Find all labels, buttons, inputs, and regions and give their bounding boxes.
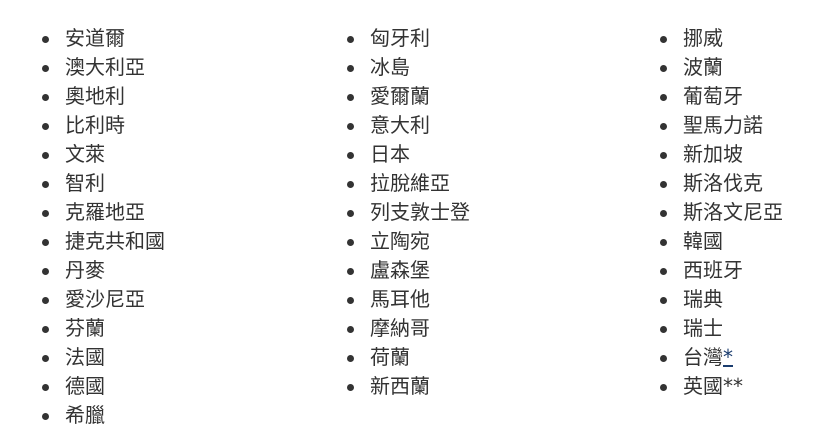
- list-item: 列支敦士登: [343, 198, 470, 227]
- country-name: 斯洛伐克: [683, 171, 763, 195]
- country-name: 丹麥: [65, 258, 105, 282]
- list-item: 立陶宛: [343, 227, 470, 256]
- country-name: 文萊: [65, 142, 105, 166]
- footnote-marker: **: [723, 374, 743, 398]
- country-column-1: 安道爾 澳大利亞 奧地利 比利時 文萊 智利 克羅地亞 捷克共和國 丹麥 愛沙尼…: [38, 24, 165, 430]
- country-name: 葡萄牙: [683, 84, 743, 108]
- list-item: 智利: [38, 169, 165, 198]
- list-item: 韓國: [656, 227, 783, 256]
- country-name: 智利: [65, 171, 105, 195]
- list-item: 澳大利亞: [38, 53, 165, 82]
- country-name: 瑞典: [683, 287, 723, 311]
- country-name: 瑞士: [683, 316, 723, 340]
- list-item: 比利時: [38, 111, 165, 140]
- country-list: 安道爾 澳大利亞 奧地利 比利時 文萊 智利 克羅地亞 捷克共和國 丹麥 愛沙尼…: [0, 24, 837, 443]
- country-name: 波蘭: [683, 55, 723, 79]
- country-name: 台灣: [683, 345, 723, 369]
- list-item: 瑞典: [656, 285, 783, 314]
- list-item: 芬蘭: [38, 314, 165, 343]
- country-name: 愛爾蘭: [370, 84, 430, 108]
- list-item: 捷克共和國: [38, 227, 165, 256]
- country-name: 斯洛文尼亞: [683, 200, 783, 224]
- country-name: 意大利: [370, 113, 430, 137]
- list-item: 英國**: [656, 372, 783, 401]
- country-name: 芬蘭: [65, 316, 105, 340]
- country-name: 列支敦士登: [370, 200, 470, 224]
- list-item: 日本: [343, 140, 470, 169]
- list-item: 冰島: [343, 53, 470, 82]
- list-item: 盧森堡: [343, 256, 470, 285]
- list-item: 荷蘭: [343, 343, 470, 372]
- country-name: 荷蘭: [370, 345, 410, 369]
- country-name: 捷克共和國: [65, 229, 165, 253]
- country-name: 盧森堡: [370, 258, 430, 282]
- list-item: 新加坡: [656, 140, 783, 169]
- country-name: 比利時: [65, 113, 125, 137]
- country-name: 韓國: [683, 229, 723, 253]
- list-item: 台灣*: [656, 343, 783, 372]
- country-name: 奧地利: [65, 84, 125, 108]
- country-name: 挪威: [683, 26, 723, 50]
- list-item: 愛沙尼亞: [38, 285, 165, 314]
- list-item: 葡萄牙: [656, 82, 783, 111]
- country-name: 法國: [65, 345, 105, 369]
- country-name: 立陶宛: [370, 229, 430, 253]
- country-name: 澳大利亞: [65, 55, 145, 79]
- list-item: 安道爾: [38, 24, 165, 53]
- footnote-link[interactable]: *: [723, 345, 733, 369]
- list-item: 馬耳他: [343, 285, 470, 314]
- country-name: 摩納哥: [370, 316, 430, 340]
- list-item: 聖馬力諾: [656, 111, 783, 140]
- country-name: 英國: [683, 374, 723, 398]
- list-item: 拉脫維亞: [343, 169, 470, 198]
- list-item: 文萊: [38, 140, 165, 169]
- list-item: 法國: [38, 343, 165, 372]
- country-name: 匈牙利: [370, 26, 430, 50]
- list-item: 西班牙: [656, 256, 783, 285]
- list-item: 波蘭: [656, 53, 783, 82]
- list-item: 斯洛伐克: [656, 169, 783, 198]
- country-name: 德國: [65, 374, 105, 398]
- list-item: 新西蘭: [343, 372, 470, 401]
- country-name: 日本: [370, 142, 410, 166]
- country-name: 新西蘭: [370, 374, 430, 398]
- list-item: 希臘: [38, 401, 165, 430]
- list-item: 克羅地亞: [38, 198, 165, 227]
- list-item: 愛爾蘭: [343, 82, 470, 111]
- list-item: 奧地利: [38, 82, 165, 111]
- country-name: 希臘: [65, 403, 105, 427]
- list-item: 斯洛文尼亞: [656, 198, 783, 227]
- list-item: 德國: [38, 372, 165, 401]
- country-name: 愛沙尼亞: [65, 287, 145, 311]
- list-item: 意大利: [343, 111, 470, 140]
- list-item: 丹麥: [38, 256, 165, 285]
- list-item: 挪威: [656, 24, 783, 53]
- country-name: 克羅地亞: [65, 200, 145, 224]
- country-name: 安道爾: [65, 26, 125, 50]
- list-item: 瑞士: [656, 314, 783, 343]
- country-name: 冰島: [370, 55, 410, 79]
- country-column-3: 挪威 波蘭 葡萄牙 聖馬力諾 新加坡 斯洛伐克 斯洛文尼亞 韓國 西班牙 瑞典 …: [656, 24, 783, 401]
- country-name: 馬耳他: [370, 287, 430, 311]
- country-name: 拉脫維亞: [370, 171, 450, 195]
- country-column-2: 匈牙利 冰島 愛爾蘭 意大利 日本 拉脫維亞 列支敦士登 立陶宛 盧森堡 馬耳他…: [343, 24, 470, 401]
- list-item: 摩納哥: [343, 314, 470, 343]
- country-name: 新加坡: [683, 142, 743, 166]
- country-name: 西班牙: [683, 258, 743, 282]
- country-name: 聖馬力諾: [683, 113, 763, 137]
- list-item: 匈牙利: [343, 24, 470, 53]
